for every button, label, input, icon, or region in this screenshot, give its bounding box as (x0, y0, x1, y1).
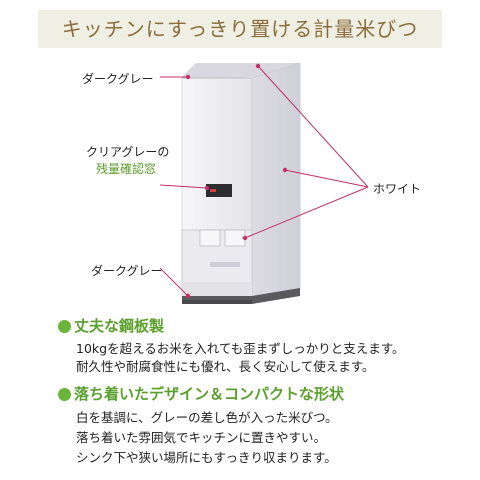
section-heading: 丈夫な鋼板製 (74, 317, 165, 335)
section-bullet-icon (58, 320, 71, 333)
title-band: キッチンにすっきり置ける計量米びつ (38, 10, 442, 48)
label-window-line1: クリアグレーの (86, 145, 170, 159)
label-dark-grey-bottom: ダークグレー (91, 264, 163, 278)
section-text-line: 耐久性や耐腐食性にも優れ、長く安心して使えます。 (76, 359, 375, 374)
page-title: キッチンにすっきり置ける計量米びつ (61, 17, 419, 41)
section-bullet-icon (58, 388, 71, 401)
section-text-line: シンク下や狭い場所にもすっきり収まります。 (76, 450, 337, 465)
section-text-line: 白を基調に、グレーの差し色が入った米びつ。 (76, 410, 338, 425)
label-white: ホワイト (373, 182, 422, 196)
section-text-line: 10kgを超えるお米を入れても歪まずしっかりと支えます。 (76, 341, 405, 356)
section-heading: 落ち着いたデザイン＆コンパクトな形状 (74, 385, 345, 403)
label-window-line2: 残量確認窓 (96, 162, 157, 176)
section-text-line: 落ち着いた雰囲気でキッチンに置きやすい。 (76, 430, 327, 445)
label-dark-grey-top: ダークグレー (82, 72, 154, 86)
